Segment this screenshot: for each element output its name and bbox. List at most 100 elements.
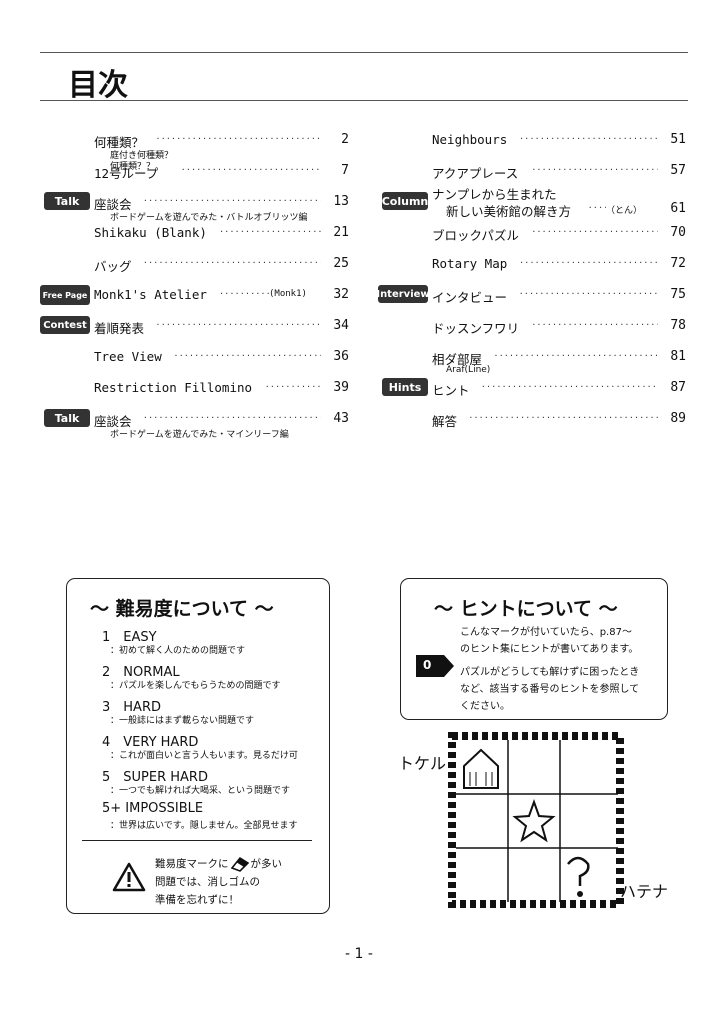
hint-badge-number: 0: [423, 658, 432, 672]
toc-entry-page: 36: [333, 349, 349, 364]
toc-entry-page: 57: [670, 163, 686, 178]
warning-icon: [112, 862, 146, 892]
toc-entry-label: ブロックパズル: [432, 228, 519, 243]
toc-entry[interactable]: 座談会 ·····································…: [94, 194, 349, 218]
toc-entry[interactable]: Rotary Map······························…: [432, 256, 686, 280]
toc-entry-page: 32: [333, 287, 349, 302]
leader-dots: ········································…: [143, 413, 321, 424]
section-tag: Hints: [382, 378, 428, 396]
toc-entry[interactable]: バッグ ·····································…: [94, 256, 349, 280]
difficulty-level-name: 3 HARD: [102, 700, 161, 715]
leader-dots: ········································…: [588, 203, 606, 214]
toc-entry[interactable]: Neighbours······························…: [432, 132, 686, 156]
toc-entry-label: 何種類？: [94, 135, 145, 150]
leader-dots: ········································…: [532, 320, 658, 331]
leader-dots: ········································…: [265, 382, 321, 393]
hints-line: のヒント集にヒントが書いてあります。: [460, 644, 639, 655]
difficulty-level-desc: ：これが面白いと言う人もいます。見るだけ可: [110, 751, 298, 761]
hints-line: パズルがどうしても解けずに困ったとき: [460, 667, 640, 678]
leader-dots: ········································…: [494, 351, 658, 362]
label-hatena: ハテナ: [620, 882, 669, 901]
toc-entry[interactable]: 座談会 ·····································…: [94, 411, 349, 435]
title-rule: [40, 100, 688, 101]
toc-entry-label: ドッスンフワリ: [432, 321, 520, 336]
difficulty-level-name: 5+ IMPOSSIBLE: [102, 801, 204, 816]
note-line-3: 準備を忘れずに！: [155, 894, 239, 906]
label-tokeru: トケル: [398, 754, 447, 773]
leader-dots: ········································…: [143, 196, 321, 207]
toc-entry-author: (Monk1): [269, 289, 307, 299]
toc-entry-page: 25: [333, 256, 349, 271]
leader-dots: ········································…: [532, 227, 658, 238]
leader-dots: ········································…: [481, 382, 658, 393]
difficulty-level-desc: ：一般誌にはまず載らない問題です: [110, 716, 255, 726]
toc-entry[interactable]: Tree View·······························…: [94, 349, 349, 373]
toc-entry-page: 39: [333, 380, 349, 395]
toc-entry-author: （とん）: [606, 206, 643, 216]
toc-entry-page: 72: [670, 256, 686, 271]
toc-entry-page: 81: [670, 349, 686, 364]
toc-entry[interactable]: Monk1's Atelier ·························…: [94, 287, 349, 311]
leader-dots: ········································…: [181, 165, 321, 176]
toc-entry-label: 12号ループ: [94, 166, 159, 181]
toc-entry-page: 75: [670, 287, 686, 302]
toc-entry[interactable]: Restriction Fillomino ···················…: [94, 380, 349, 404]
toc-entry[interactable]: インタビュー··································…: [432, 287, 686, 311]
leader-dots: ········································…: [220, 289, 269, 300]
toc-entry-page: 51: [670, 132, 686, 147]
toc-entry-label: 座談会: [94, 197, 132, 212]
toc-entry-label: Neighbours: [432, 132, 508, 147]
leader-dots: ········································…: [532, 165, 658, 176]
toc-entry[interactable]: 何種類？····································…: [94, 132, 349, 156]
toc-entry[interactable]: 解答······································…: [432, 411, 686, 435]
toc-entry-label: バッグ: [94, 259, 132, 274]
toc-entry[interactable]: 相ダ部屋····································…: [432, 349, 686, 373]
note-line-2: 問題では、消しゴムの: [155, 876, 260, 888]
hint-badge-shape: [416, 655, 454, 677]
hints-text: こんなマークが付いていたら、p.87～ のヒント集にヒントが書いてあります。パズル…: [460, 624, 639, 715]
toc-entry-page: 89: [670, 411, 686, 426]
toc-entry-page: 2: [341, 132, 349, 147]
toc-entry[interactable]: ナンプレから生まれた新しい美術館の解き方····················…: [432, 187, 686, 219]
toc-entry-page: 7: [341, 163, 349, 178]
toc-entry-page: 21: [333, 225, 349, 240]
toc-entry-label: インタビュー: [432, 290, 508, 305]
difficulty-note: 難易度マークにが多い 問題では、消しゴムの 準備を忘れずに！: [155, 855, 282, 909]
toc-entry-label: 座談会: [94, 414, 132, 429]
toc-entry[interactable]: ドッスンフワリ ·································…: [432, 318, 686, 342]
difficulty-level-desc: ：一つでも解ければ大喝采、という問題です: [110, 786, 291, 796]
difficulty-box: [66, 578, 330, 914]
section-tag: Talk: [44, 409, 90, 427]
toc-entry[interactable]: 12号ループ ··································…: [94, 163, 349, 187]
section-tag: Column: [382, 192, 428, 210]
section-tag: Contest: [40, 316, 90, 334]
toc-entry-label: Monk1's Atelier: [94, 287, 207, 302]
toc-entry-label: ナンプレから生まれた: [432, 187, 557, 202]
toc-entry-label: ヒント: [432, 383, 470, 398]
toc-entry-subtitle: ボードゲームを遊んでみた・マインリーフ編: [110, 430, 289, 440]
toc-entry-subtitle: 庭付き何種類？: [110, 151, 174, 161]
hints-title: ～ ヒントについて ～: [434, 598, 618, 620]
note-line-1b: が多い: [250, 858, 283, 870]
toc-entry-page: 70: [670, 225, 686, 240]
toc-entry-label: 解答: [432, 414, 458, 429]
section-tag: Interview: [376, 285, 430, 303]
leader-dots: ········································…: [143, 258, 321, 269]
toc-entry-label: Restriction Fillomino: [94, 380, 253, 395]
section-tag: Talk: [44, 192, 90, 210]
toc-entry-page: 78: [670, 318, 686, 333]
leader-dots: ········································…: [220, 227, 321, 238]
hints-line: ください。: [460, 701, 510, 712]
toc-entry[interactable]: Shikaku (Blank) ·························…: [94, 225, 349, 249]
toc-entry-label: アクアプレース: [432, 166, 519, 181]
leader-dots: ········································…: [174, 351, 321, 362]
page-number: - 1 -: [345, 946, 373, 962]
toc-entry[interactable]: ブロックパズル ·································…: [432, 225, 686, 249]
hints-line: こんなマークが付いていたら、p.87～: [460, 627, 632, 638]
toc-entry[interactable]: ヒント ·····································…: [432, 380, 686, 404]
top-rule: [40, 52, 688, 53]
toc-entry[interactable]: アクアプレース ·································…: [432, 163, 686, 187]
toc-entry-label: Shikaku (Blank): [94, 225, 207, 240]
section-tag: Free Page: [40, 285, 90, 305]
toc-entry[interactable]: 着順発表····································…: [94, 318, 349, 342]
